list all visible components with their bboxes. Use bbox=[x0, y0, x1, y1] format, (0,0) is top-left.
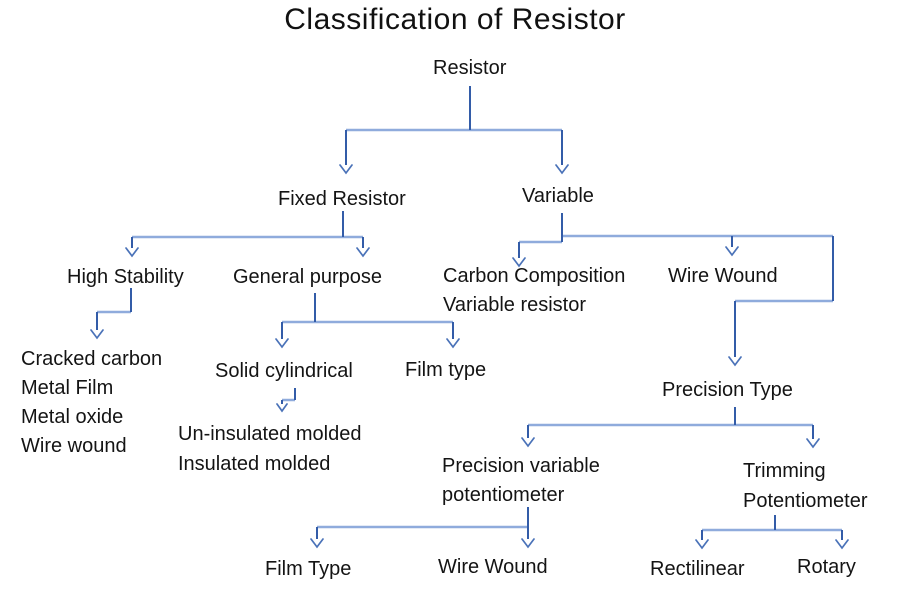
node-wire-wound: Wire Wound bbox=[668, 265, 778, 287]
arrowhead-icons bbox=[90, 164, 849, 550]
connector-vertical-stems bbox=[96, 86, 843, 540]
node-resistor: Resistor bbox=[433, 57, 507, 79]
node-rectilinear: Rectilinear bbox=[650, 558, 745, 580]
node-high-stability-types: Cracked carbon Metal Film Metal oxide Wi… bbox=[21, 348, 163, 457]
node-precision-type: Precision Type bbox=[662, 379, 793, 401]
node-wire-wound-2: Wire Wound bbox=[438, 556, 548, 578]
node-carbon-composition-variable-resistor: Carbon Composition Variable resistor bbox=[443, 265, 626, 316]
node-film-type-2: Film Type bbox=[265, 558, 352, 580]
node-precision-variable-potentiometer: Precision variable potentiometer bbox=[442, 455, 600, 506]
node-molded-types: Un-insulated molded Insulated molded bbox=[178, 423, 362, 475]
node-high-stability: High Stability bbox=[67, 266, 184, 288]
diagram-title: Classification of Resistor bbox=[284, 3, 626, 36]
node-rotary: Rotary bbox=[797, 556, 856, 578]
node-general-purpose: General purpose bbox=[233, 266, 382, 288]
node-fixed-resistor: Fixed Resistor bbox=[278, 188, 406, 210]
connector-horizontal-rails bbox=[97, 128, 842, 532]
node-variable: Variable bbox=[522, 185, 594, 207]
node-solid-cylindrical: Solid cylindrical bbox=[215, 360, 353, 382]
node-trimming-potentiometer: Trimming Potentiometer bbox=[743, 460, 868, 512]
node-film-type: Film type bbox=[405, 359, 487, 381]
